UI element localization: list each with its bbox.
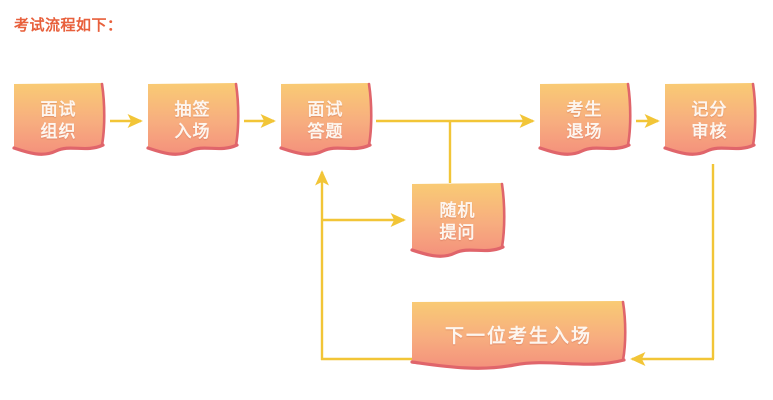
node-kaosheng-tuichang[interactable]: 考生 退场	[538, 82, 632, 160]
node-mianshi-zuzhi[interactable]: 面试 组织	[12, 82, 106, 160]
node-suiji-tiwen[interactable]: 随机 提问	[410, 182, 506, 262]
node-chouqian-ruchang[interactable]: 抽签 入场	[146, 82, 240, 160]
node-mianshi-datí[interactable]: 面试 答题	[279, 82, 373, 160]
node-jifen-shenhe[interactable]: 记分 审核	[663, 82, 757, 160]
node-xiayiwei-kaosheng-ruchang[interactable]: 下一位考生入场	[410, 300, 627, 375]
page-title: 考试流程如下：	[14, 17, 123, 34]
